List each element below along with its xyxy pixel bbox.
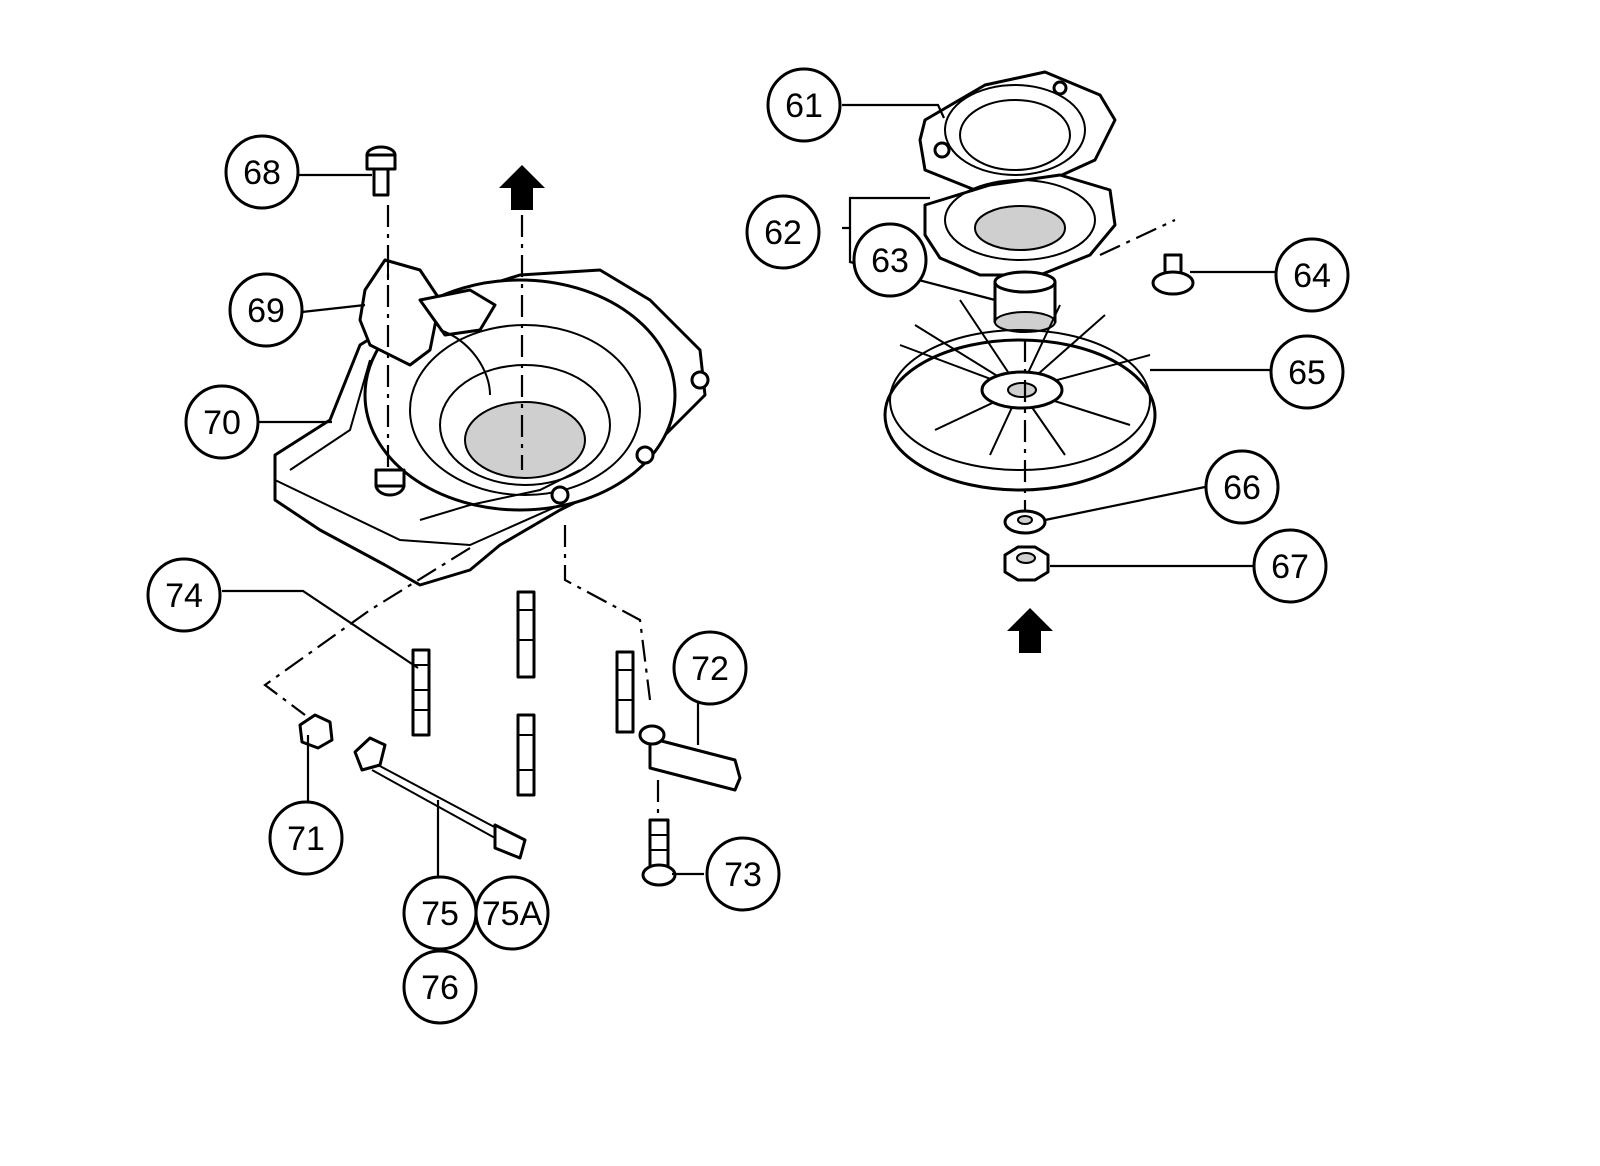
svg-text:63: 63 (871, 242, 909, 280)
callout-74: 74 (146, 557, 222, 633)
washer-part-66 (1003, 509, 1047, 535)
svg-text:75A: 75A (482, 895, 543, 933)
stud-part-74 (411, 590, 635, 797)
svg-text:61: 61 (785, 87, 823, 125)
ground-wire-part-75 (353, 736, 527, 860)
callout-65: 65 (1269, 334, 1345, 410)
callout-71: 71 (268, 800, 344, 876)
bearing-part-63 (993, 270, 1057, 333)
svg-text:68: 68 (243, 154, 281, 192)
callout-64: 64 (1274, 237, 1350, 313)
callout-76: 76 (402, 949, 478, 1025)
callout-75: 75 (402, 875, 478, 951)
nut-part-71 (298, 713, 334, 750)
svg-text:74: 74 (165, 577, 203, 615)
callout-75A: 75A (474, 875, 550, 951)
plate-part-61 (918, 70, 1117, 192)
callout-70: 70 (184, 384, 260, 460)
svg-text:73: 73 (724, 856, 762, 894)
svg-text:69: 69 (247, 292, 285, 330)
svg-text:75: 75 (421, 895, 459, 933)
callout-61: 61 (766, 67, 842, 143)
svg-text:67: 67 (1271, 548, 1309, 586)
ignition-coil-part-69 (358, 250, 497, 396)
callout-62: 62 (745, 194, 821, 270)
starter-housing-part-62 (923, 173, 1117, 277)
bolt-part-64 (1151, 253, 1195, 296)
callout-73: 73 (705, 836, 781, 912)
arrow-up-icon (499, 165, 545, 210)
fan-part-65 (883, 299, 1157, 492)
arrow-up-icon (1007, 608, 1053, 653)
callout-67: 67 (1252, 528, 1328, 604)
callout-66: 66 (1204, 449, 1280, 525)
svg-text:62: 62 (764, 214, 802, 252)
svg-text:66: 66 (1223, 469, 1261, 507)
svg-text:72: 72 (691, 650, 729, 688)
svg-text:65: 65 (1288, 354, 1326, 392)
svg-text:64: 64 (1293, 257, 1331, 295)
callout-72: 72 (672, 630, 748, 706)
callout-69: 69 (228, 272, 304, 348)
tube-part-72 (638, 724, 742, 792)
bolt-part-73 (641, 818, 677, 887)
callout-68: 68 (224, 134, 300, 210)
callout-63: 63 (852, 222, 928, 298)
svg-text:70: 70 (203, 404, 241, 442)
nut-part-67 (1003, 545, 1050, 582)
svg-text:76: 76 (421, 969, 459, 1007)
bolt-part-68 (365, 145, 397, 197)
leader-lines (222, 103, 1285, 888)
housing-part-70 (273, 268, 710, 587)
svg-text:71: 71 (287, 820, 325, 858)
